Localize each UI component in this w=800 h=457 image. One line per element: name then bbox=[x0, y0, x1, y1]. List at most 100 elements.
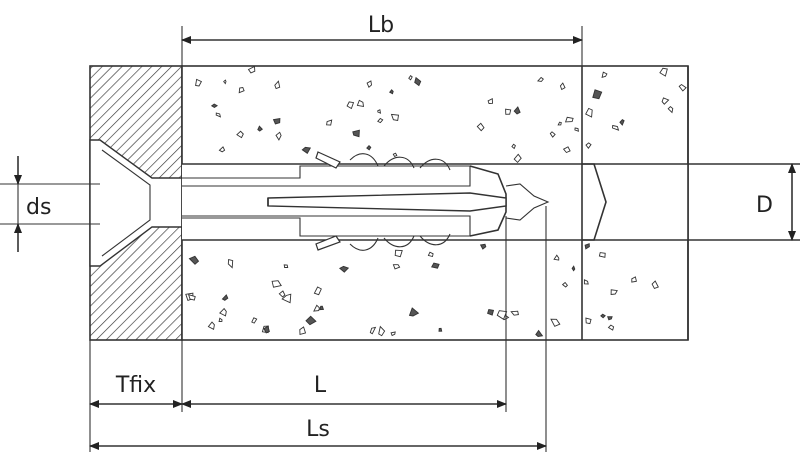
aggregate-particle bbox=[281, 293, 292, 304]
aggregate-particle bbox=[561, 281, 569, 288]
aggregate-particle bbox=[479, 243, 487, 250]
label-lb: Lb bbox=[368, 13, 394, 38]
fixture-plate bbox=[89, 65, 183, 341]
aggregate-particle bbox=[487, 97, 493, 104]
aggregate-particle bbox=[238, 86, 245, 94]
aggregate-particle bbox=[511, 143, 516, 150]
screw bbox=[267, 192, 507, 212]
aggregate-particle bbox=[378, 325, 386, 337]
aggregate-particle bbox=[564, 116, 574, 123]
aggregate-particle bbox=[583, 279, 589, 285]
aggregate-particle bbox=[414, 76, 422, 87]
aggregate-particle bbox=[218, 146, 226, 153]
label-ls: Ls bbox=[306, 417, 330, 442]
aggregate-particle bbox=[389, 89, 394, 95]
aggregate-particle bbox=[319, 305, 325, 311]
aggregate-particle bbox=[207, 321, 215, 330]
aggregate-particle bbox=[553, 254, 560, 261]
aggregate-particle bbox=[356, 99, 365, 108]
aggregate-particle bbox=[550, 318, 561, 327]
aggregate-particle bbox=[301, 146, 312, 154]
aggregate-particle bbox=[274, 80, 281, 90]
aggregate-particle bbox=[505, 108, 512, 115]
aggregate-particle bbox=[619, 119, 625, 126]
label-ds: ds bbox=[26, 195, 51, 220]
dimension-d: D bbox=[756, 163, 796, 241]
aggregate-particle bbox=[559, 82, 566, 91]
aggregate-particle bbox=[571, 265, 576, 272]
aggregate-particle bbox=[667, 105, 674, 114]
aggregate-particle bbox=[366, 80, 372, 88]
aggregate-particle bbox=[326, 119, 333, 126]
aggregate-particle bbox=[187, 294, 196, 301]
aggregate-particle bbox=[377, 109, 382, 114]
label-tfix: Tfix bbox=[115, 373, 156, 398]
dimension-ds: ds bbox=[14, 156, 51, 252]
aggregate-particle bbox=[299, 326, 307, 335]
aggregate-particle bbox=[408, 75, 413, 81]
label-d: D bbox=[756, 193, 773, 218]
aggregate-particle bbox=[536, 76, 544, 82]
aggregate-particle bbox=[236, 130, 244, 139]
aggregate-particle bbox=[221, 294, 229, 301]
aggregate-particle bbox=[227, 259, 234, 269]
dimension-lb: Lb bbox=[181, 13, 583, 44]
aggregate-particle bbox=[219, 307, 227, 317]
aggregate-particle bbox=[195, 78, 203, 87]
aggregate-particle bbox=[557, 121, 562, 126]
aggregate-particle bbox=[659, 67, 668, 77]
aggregate-particle bbox=[218, 317, 223, 322]
aggregate-particle bbox=[408, 307, 420, 317]
aggregate-particle bbox=[392, 152, 398, 157]
aggregate-particle bbox=[427, 251, 434, 258]
aggregate-particle bbox=[377, 117, 384, 124]
aggregate-particle bbox=[369, 326, 377, 335]
aggregate-particle bbox=[431, 262, 440, 269]
aggregate-particle bbox=[607, 324, 615, 331]
aggregate-particle bbox=[272, 117, 281, 125]
aggregate-particle bbox=[251, 317, 258, 324]
aggregate-particle bbox=[574, 127, 579, 132]
aggregate-particle bbox=[247, 65, 256, 74]
aggregate-particle bbox=[390, 331, 396, 337]
aggregate-particle bbox=[313, 286, 322, 296]
aggregate-particle bbox=[392, 264, 401, 270]
aggregate-particle bbox=[188, 255, 200, 265]
aggregate-particle bbox=[487, 308, 495, 316]
aggregate-particle bbox=[263, 325, 270, 334]
aggregate-particle bbox=[584, 243, 590, 250]
aggregate-particle bbox=[661, 97, 670, 105]
aggregate-particle bbox=[585, 107, 593, 118]
aggregate-particle bbox=[678, 83, 687, 92]
aggregate-particle bbox=[223, 79, 227, 85]
aggregate-particle bbox=[562, 146, 571, 154]
aggregate-particle bbox=[346, 101, 355, 110]
aggregate-particle bbox=[394, 249, 403, 258]
aggregate-particle bbox=[585, 142, 592, 149]
dimension-l: L bbox=[181, 373, 507, 408]
aggregate-particle bbox=[600, 313, 606, 319]
aggregate-particle bbox=[210, 103, 218, 109]
aggregate-particle bbox=[275, 131, 282, 141]
aggregate-particle bbox=[438, 327, 443, 332]
aggregate-particle bbox=[513, 106, 521, 115]
aggregate-particle bbox=[592, 89, 603, 100]
aggregate-particle bbox=[612, 124, 620, 131]
aggregate-particle bbox=[513, 153, 522, 164]
wall-plug bbox=[182, 151, 550, 251]
label-l: L bbox=[314, 373, 327, 398]
aggregate-particle bbox=[278, 290, 286, 298]
aggregate-particle bbox=[476, 122, 485, 132]
aggregate-particle bbox=[352, 129, 360, 138]
aggregate-particle bbox=[496, 310, 508, 320]
aggregate-particle bbox=[607, 316, 613, 321]
concrete-aggregate-texture bbox=[185, 65, 687, 337]
aggregate-particle bbox=[535, 329, 544, 337]
aggregate-particle bbox=[283, 264, 289, 268]
aggregate-particle bbox=[257, 125, 263, 132]
aggregate-particle bbox=[313, 304, 320, 312]
aggregate-particle bbox=[549, 131, 556, 138]
aggregate-particle bbox=[510, 310, 519, 316]
dimension-tfix: Tfix bbox=[89, 373, 183, 408]
